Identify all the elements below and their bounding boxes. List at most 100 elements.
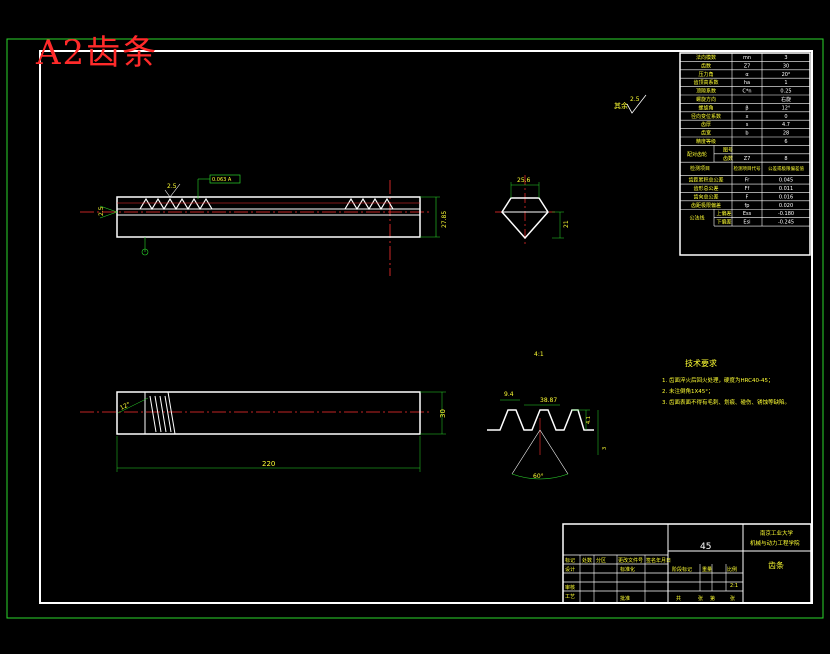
- tb-ratio: 比例: [727, 566, 737, 573]
- tb-r1: 设计: [565, 566, 575, 573]
- tb-part-name: 齿条: [768, 560, 784, 570]
- tb-weight: 重量: [702, 566, 712, 573]
- tb-stage: 阶段标记: [672, 566, 692, 573]
- tech-item-3: 3. 齿面表面不得有毛刺、划痕、碰伤、锈蚀等缺陷。: [662, 398, 790, 406]
- dim-t2: 3: [602, 447, 608, 450]
- param-symbol: ha: [744, 80, 750, 86]
- mating-value: 8: [784, 156, 787, 162]
- param-value: 1: [784, 80, 787, 86]
- scale-note: 4:1: [534, 351, 544, 358]
- param-symbol: b: [745, 131, 748, 137]
- tech-item-2: 2. 未注倒角1X45°；: [662, 387, 714, 395]
- drawing-border: [39, 50, 813, 604]
- param-symbol: C*n: [742, 89, 751, 95]
- deviation-name: 下偏差: [716, 219, 731, 226]
- inspect-header-name: 检测项目: [690, 165, 710, 172]
- inspect-value: 0.016: [779, 194, 793, 200]
- param-name: 齿数: [701, 62, 711, 69]
- tb-dept: 机械与动力工程学院: [750, 539, 800, 547]
- title-block: 45 南京工业大学 机械与动力工程学院 齿条 标记 处数 分区 更改文件号 签名…: [562, 523, 812, 604]
- drawing-stamp: A2齿条: [36, 33, 159, 73]
- param-value: 12°: [782, 105, 791, 111]
- tb-h3: 分区: [596, 557, 606, 564]
- mating-label: 配对齿轮: [687, 151, 707, 158]
- tb-material: 45: [700, 542, 711, 552]
- param-name: 齿厚: [701, 122, 711, 128]
- dim-helix: 12°: [119, 401, 132, 412]
- inspect-header-col3: 公差或极限偏差值: [768, 165, 804, 172]
- param-symbol: α: [745, 72, 749, 78]
- tb-h5: 签名: [646, 557, 656, 564]
- param-value: 右旋: [781, 96, 791, 103]
- inspect-value: 0.020: [779, 203, 793, 209]
- dim-t1: 4.1: [586, 416, 592, 424]
- tb-r4: 批准: [620, 595, 630, 602]
- param-name: 螺旋方向: [696, 96, 716, 103]
- inspect-symbol: F: [746, 194, 749, 200]
- tb-scale: 2:1: [730, 583, 738, 589]
- dim-left: 2.5: [98, 206, 105, 216]
- tb-school: 南京工业大学: [760, 529, 794, 537]
- param-name: 压力角: [698, 71, 713, 78]
- param-value: 0: [784, 114, 787, 120]
- param-symbol: Z7: [744, 63, 751, 69]
- param-value: 20°: [782, 72, 791, 78]
- deviation-value: -0.245: [778, 220, 794, 226]
- tb-sheet2: 张: [698, 595, 703, 602]
- tb-r3: 工艺: [565, 594, 575, 600]
- inspect-symbol: Ff: [745, 186, 750, 192]
- inspect-name: 齿向总公差: [693, 193, 718, 200]
- inspect-name: 齿距累积总公差: [688, 177, 723, 184]
- param-name: 径向变位系数: [691, 113, 721, 120]
- dim-side: 21: [563, 220, 570, 228]
- inspect-value: 0.011: [779, 186, 793, 192]
- rack-top-view: 12° 220 30: [80, 391, 447, 472]
- section-view: 25.6 21: [495, 175, 570, 245]
- param-value: 30: [783, 63, 789, 69]
- tb-sheet4: 张: [730, 595, 735, 602]
- param-value: 3: [784, 55, 787, 61]
- tb-h4: 更改文件号: [618, 557, 643, 564]
- dim-length: 220: [262, 460, 275, 468]
- dim-rough1: 2.5: [167, 183, 177, 190]
- inspect-name: 齿距极限偏差: [691, 202, 721, 209]
- mating-name: 图号: [723, 147, 733, 153]
- dim-angle: 60°: [533, 473, 544, 480]
- roughness-label: 其余: [614, 101, 628, 110]
- tb-h2: 处数: [582, 557, 592, 564]
- dim-tooth: 38.87: [540, 397, 557, 404]
- deviation-symbol: Esi: [743, 220, 750, 226]
- deviation-label: 公法线: [689, 215, 704, 222]
- tb-h1: 标记: [565, 557, 575, 564]
- mating-symbol: Z7: [744, 156, 751, 162]
- tb-sheet1: 共: [676, 595, 681, 602]
- param-value: 0.25: [780, 89, 791, 95]
- roughness-value: 2.5: [630, 96, 640, 103]
- param-symbol: s: [746, 122, 749, 128]
- inspect-symbol: Fr: [745, 178, 751, 184]
- param-name: 齿顶高系数: [693, 79, 718, 86]
- tech-requirements: 技术要求 1. 齿面淬火后回火处理，硬度为HRC40-45； 2. 未注倒角1X…: [662, 358, 790, 406]
- param-value: 6: [784, 139, 787, 145]
- inspect-value: 0.045: [779, 178, 793, 184]
- dim-pitch: 9.4: [504, 391, 514, 398]
- deviation-name: 上偏差: [716, 210, 731, 217]
- inspect-name: 齿形总公差: [693, 185, 718, 192]
- tb-r2: 审核: [565, 584, 575, 591]
- dim-top: 25.6: [517, 177, 531, 184]
- param-value: 4.7: [782, 122, 790, 128]
- tb-h6: 年月日: [656, 557, 671, 564]
- param-value: 28: [783, 131, 789, 137]
- deviation-symbol: Ess: [743, 211, 752, 217]
- roughness-symbol: 其余 2.5: [614, 94, 647, 114]
- tech-title: 技术要求: [685, 358, 717, 368]
- param-name: 齿宽: [701, 130, 711, 137]
- param-symbol: β: [745, 105, 748, 111]
- param-symbol: mn: [743, 55, 751, 61]
- geometric-tolerance: 0.063 A: [212, 177, 232, 183]
- param-name: 精度等级: [696, 138, 716, 145]
- tooth-profile-detail: 4:1 9.4 38.87 4.1 3 60°: [487, 351, 608, 480]
- tb-sheet3: 第: [710, 595, 715, 602]
